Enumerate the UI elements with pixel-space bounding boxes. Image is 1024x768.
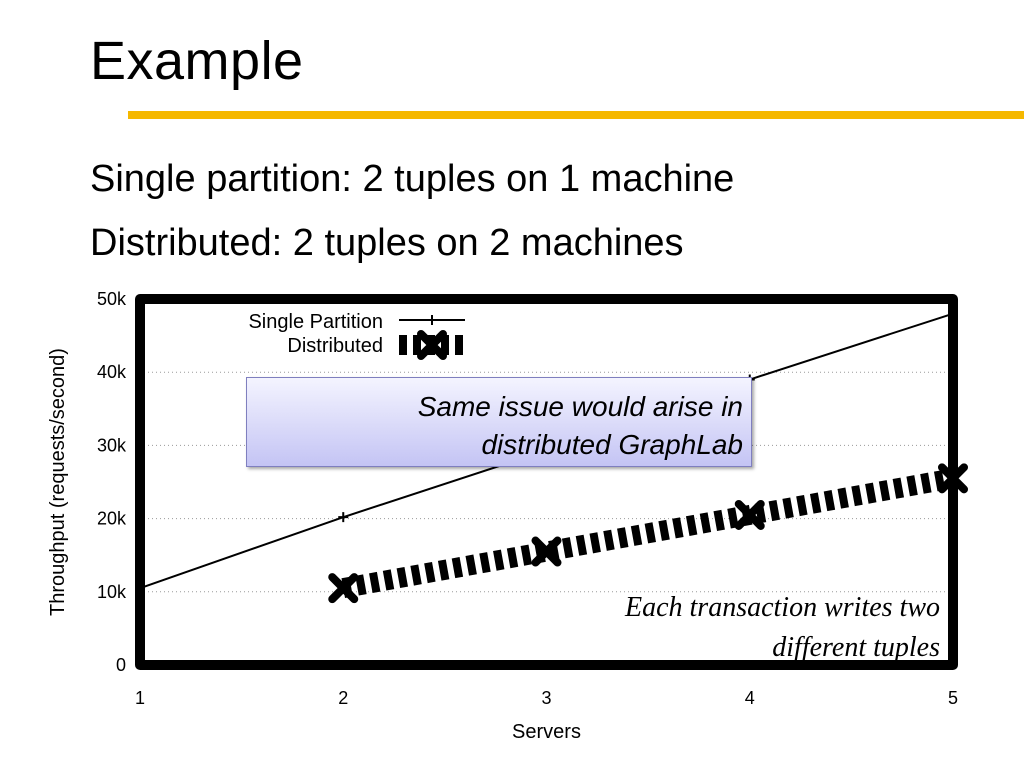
tick-layer: 0 10k 20k 30k 40k 50k 1 2 3 4 5 <box>97 289 958 708</box>
y-tick-label: 40k <box>97 362 127 382</box>
series-distributed-line <box>341 468 955 598</box>
plot-frame <box>135 294 958 670</box>
x-tick-label: 2 <box>338 688 348 708</box>
legend-sample-plus <box>427 315 437 325</box>
slide-title: Example <box>90 31 304 91</box>
legend-label-distributed: Distributed <box>287 335 383 357</box>
transaction-note: Each transaction writes two different tu… <box>540 588 940 668</box>
series-distributed-point <box>734 499 765 530</box>
legend-sample-distributed <box>399 330 465 360</box>
bullet-distributed: Distributed: 2 tuples on 2 machines <box>90 222 684 264</box>
series-distributed-point <box>328 573 359 604</box>
legend-sample-single-partition <box>399 315 465 325</box>
bullet-single-partition: Single partition: 2 tuples on 1 machine <box>90 158 735 200</box>
callout-line-2: distributed GraphLab <box>481 429 743 460</box>
y-tick-label: 30k <box>97 435 127 455</box>
legend-label-single-partition: Single Partition <box>248 311 383 333</box>
title-underline <box>128 111 1024 119</box>
callout-box: Same issue would arise in distributed Gr… <box>246 377 752 467</box>
x-tick-label: 5 <box>948 688 958 708</box>
callout-line-1: Same issue would arise in <box>417 391 743 422</box>
x-tick-label: 1 <box>135 688 145 708</box>
series-distributed-point <box>531 536 562 567</box>
y-tick-label: 50k <box>97 289 127 309</box>
y-tick-label: 10k <box>97 582 127 602</box>
series-single-partition-point <box>338 512 349 523</box>
legend-sample-x <box>417 330 447 360</box>
x-tick-label: 3 <box>541 688 551 708</box>
y-tick-label: 20k <box>97 509 127 529</box>
x-axis-label: Servers <box>512 721 581 743</box>
y-axis-label: Throughput (requests/second) <box>47 348 69 616</box>
x-tick-label: 4 <box>745 688 755 708</box>
note-line-1: Each transaction writes two <box>625 592 940 623</box>
note-line-2: different tuples <box>772 632 940 663</box>
legend: Single Partition Distributed <box>248 311 465 360</box>
y-tick-label: 0 <box>116 655 126 675</box>
